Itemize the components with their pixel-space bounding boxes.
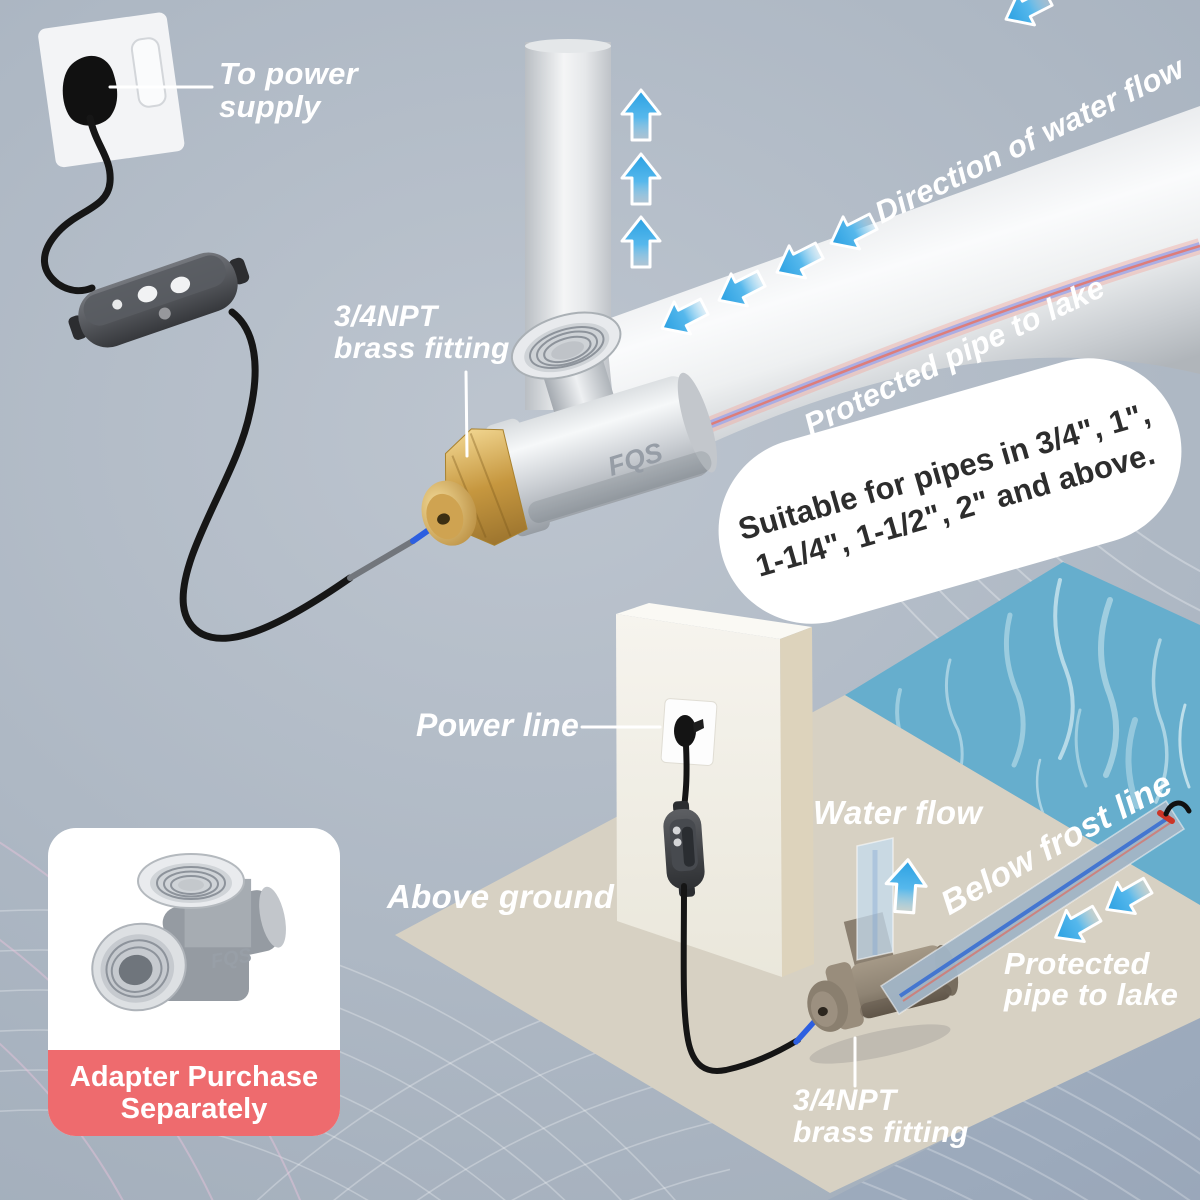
tee-fitting-photo: FQS [91, 853, 286, 1012]
wall-plug [674, 715, 704, 747]
up-arrow [620, 88, 662, 142]
brass-fitting-label-bottom: 3/4NPT brass fitting [793, 1084, 969, 1150]
brass-fitting-label-top: 3/4NPT brass fitting [334, 300, 510, 366]
power-cable-ground [680, 883, 801, 1074]
lake-water [845, 562, 1200, 905]
adapter-card: FQS Adapter Purchase Separately [48, 828, 340, 1136]
clear-pipe-to-lake [879, 799, 1192, 1016]
adapter-banner: Adapter Purchase Separately [48, 1050, 340, 1136]
tee-fitting-top: FQS [421, 311, 718, 546]
to-power-supply-label: To power supply [219, 56, 359, 125]
water-flow-label: Water flow [813, 794, 983, 831]
up-arrow [620, 152, 662, 206]
power-cord-top [41, 114, 114, 295]
above-ground-label: Above ground [387, 878, 615, 915]
fitting-shadow [809, 1024, 951, 1064]
decor-mesh-bottom-left [0, 909, 730, 1200]
power-plug [62, 55, 118, 126]
power-line-label: Power line [416, 707, 580, 743]
up-arrow [620, 215, 662, 269]
heat-cable-gray [347, 538, 416, 581]
callout-leader-line [464, 370, 469, 458]
heat-cable-black [179, 308, 354, 642]
heat-cable-inside-pipe [649, 238, 1200, 456]
wall [616, 603, 814, 977]
adapter-photo: FQS [48, 828, 340, 1050]
clear-pipe-vertical [856, 837, 894, 961]
flow-arrow [996, 0, 1058, 37]
controller-top [68, 252, 250, 348]
protected-pipe-label-bottom: Protected pipe to lake [1004, 946, 1179, 1012]
pipe-to-lake [605, 106, 1200, 472]
